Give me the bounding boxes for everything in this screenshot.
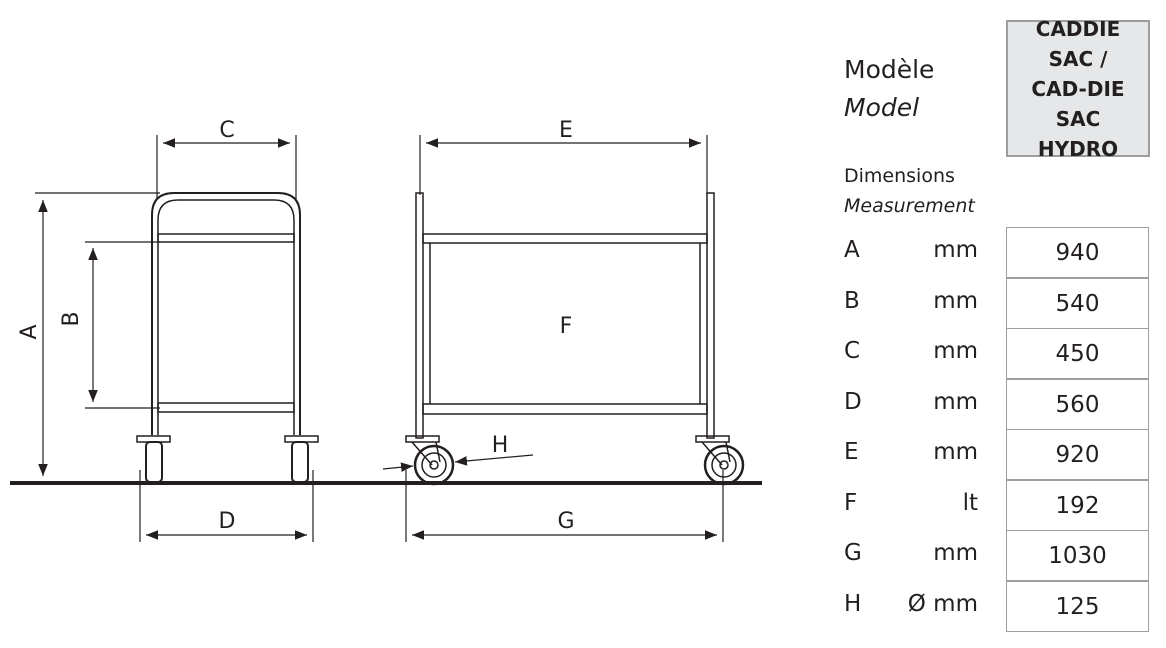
spec-value: 940	[1006, 227, 1149, 278]
spec-key: G	[844, 540, 862, 566]
dim-label-c: C	[219, 118, 234, 143]
side-view	[136, 192, 319, 483]
dimensions-label-fr: Dimensions	[844, 165, 955, 187]
spec-key: B	[844, 288, 860, 314]
trolley-technical-drawing: A B C D E F G H	[10, 118, 762, 542]
model-name: CADDIE SAC / CAD-DIE SAC HYDRO	[1031, 16, 1125, 161]
spec-unit: mm	[933, 338, 978, 364]
front-view	[405, 192, 745, 486]
spec-key: A	[844, 237, 860, 263]
spec-key: H	[844, 591, 862, 617]
spec-unit: mm	[933, 237, 978, 263]
spec-value: 920	[1006, 429, 1149, 480]
dim-label-e: E	[559, 118, 573, 143]
spec-value: 125	[1006, 581, 1149, 632]
spec-unit: lt	[962, 490, 978, 516]
spec-value: 540	[1006, 278, 1149, 329]
spec-value: 192	[1006, 480, 1149, 531]
spec-unit: mm	[933, 389, 978, 415]
dim-label-h: H	[492, 433, 509, 458]
dim-label-b: B	[59, 311, 84, 326]
model-label-en: Model	[844, 93, 920, 122]
spec-row-h: H Ø mm 125	[840, 581, 1150, 632]
spec-unit: mm	[933, 540, 978, 566]
spec-unit: mm	[933, 439, 978, 465]
spec-value: 560	[1006, 379, 1149, 430]
dim-label-d: D	[219, 509, 236, 534]
dim-label-a: A	[17, 324, 42, 339]
spec-key: E	[844, 439, 859, 465]
spec-key: C	[844, 338, 861, 364]
model-name-header: CADDIE SAC / CAD-DIE SAC HYDRO	[1006, 17, 1150, 161]
spec-unit: mm	[933, 288, 978, 314]
spec-key: D	[844, 389, 862, 415]
dimension-lines	[35, 135, 724, 542]
dimensions-label-en: Measurement	[844, 195, 975, 217]
spec-value: 1030	[1006, 530, 1149, 581]
dim-label-g: G	[557, 509, 574, 534]
spec-value: 450	[1006, 328, 1149, 379]
spec-key: F	[844, 490, 858, 516]
model-label-fr: Modèle	[844, 55, 935, 84]
spec-unit: Ø mm	[907, 591, 978, 617]
dim-label-f: F	[560, 314, 573, 339]
